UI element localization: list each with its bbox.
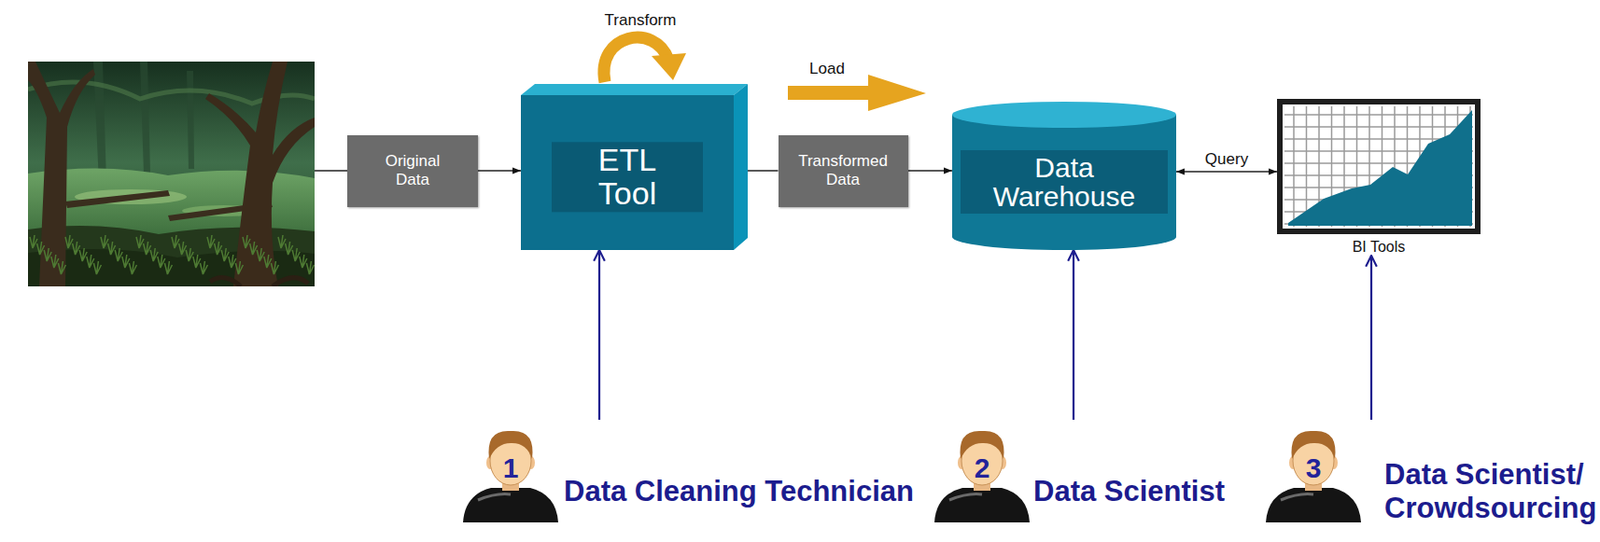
- body-highlight: [1280, 494, 1314, 501]
- body-highlight: [949, 494, 983, 501]
- chart-grid: [1284, 106, 1474, 227]
- warehouse-cylinder: Data Warehouse: [952, 101, 1177, 251]
- role-name: Data Scientist: [1033, 475, 1225, 509]
- chart-frame: [1279, 101, 1478, 232]
- tree-trunk: [205, 61, 315, 287]
- callout-number: 2: [974, 454, 991, 483]
- callout-number: 1: [503, 454, 520, 483]
- tree-trunk: [28, 61, 96, 287]
- flow-label: Transform: [604, 11, 677, 30]
- chart-frame: [1279, 101, 1478, 232]
- role-pointer-arrow: [598, 250, 601, 421]
- data-box: Original Data: [347, 135, 478, 208]
- data-box: Transformed Data: [778, 135, 909, 208]
- node-text: Data Warehouse: [970, 153, 1158, 212]
- role-pointer-arrow: [1370, 255, 1373, 421]
- box-top-face: [520, 84, 748, 96]
- role-name: Data Cleaning Technician: [563, 475, 914, 509]
- load-arrow: [787, 74, 927, 112]
- source-line: [314, 169, 348, 171]
- etl-tool-box: ETL Tool: [520, 84, 748, 251]
- person-figure: 2Data Scientist: [930, 420, 1230, 528]
- box-front-face: [520, 95, 734, 251]
- role-pointer-arrow: [1072, 250, 1075, 421]
- cylinder-top: [952, 101, 1177, 128]
- flow-connector: [908, 169, 954, 171]
- body-highlight: [477, 494, 511, 501]
- box-side-face: [733, 84, 748, 251]
- flow-label: Load: [809, 59, 845, 79]
- callout-number: 3: [1305, 454, 1322, 483]
- cylinder-body: [952, 114, 1177, 251]
- far-trees: [93, 61, 195, 183]
- node-text: BI Tools: [1352, 238, 1406, 256]
- node-text: Original Data: [373, 152, 452, 190]
- person-body: [1265, 488, 1362, 523]
- transform-arrowhead: [651, 53, 687, 81]
- person-body: [934, 488, 1030, 523]
- grass-tufts: [29, 235, 314, 275]
- swamp-illustration: [28, 61, 315, 287]
- flow-connector: [477, 169, 521, 171]
- role-name: Data Scientist/ Crowdsourcing: [1384, 458, 1600, 525]
- bi-chart-shape: [1277, 98, 1481, 235]
- node-text: Transformed Data: [794, 152, 892, 190]
- warehouse-label-panel: Data Warehouse: [960, 150, 1168, 214]
- connector-label: Query: [1202, 150, 1251, 169]
- person-body: [463, 488, 559, 523]
- bi-chart: BI Tools: [1277, 98, 1481, 256]
- etl-label-panel: ETL Tool: [551, 141, 703, 212]
- tree-roots: [210, 278, 309, 287]
- node-text: ETL Tool: [580, 143, 674, 211]
- person-figure: 1Data Cleaning Technician: [459, 420, 918, 528]
- person-figure: 3 Data Scientist/ Crowdsourcing: [1262, 420, 1600, 528]
- flow-connector: [747, 169, 779, 171]
- flow-connector: [1176, 170, 1278, 172]
- chart-area: [1288, 110, 1473, 226]
- swamp-background: [28, 61, 315, 287]
